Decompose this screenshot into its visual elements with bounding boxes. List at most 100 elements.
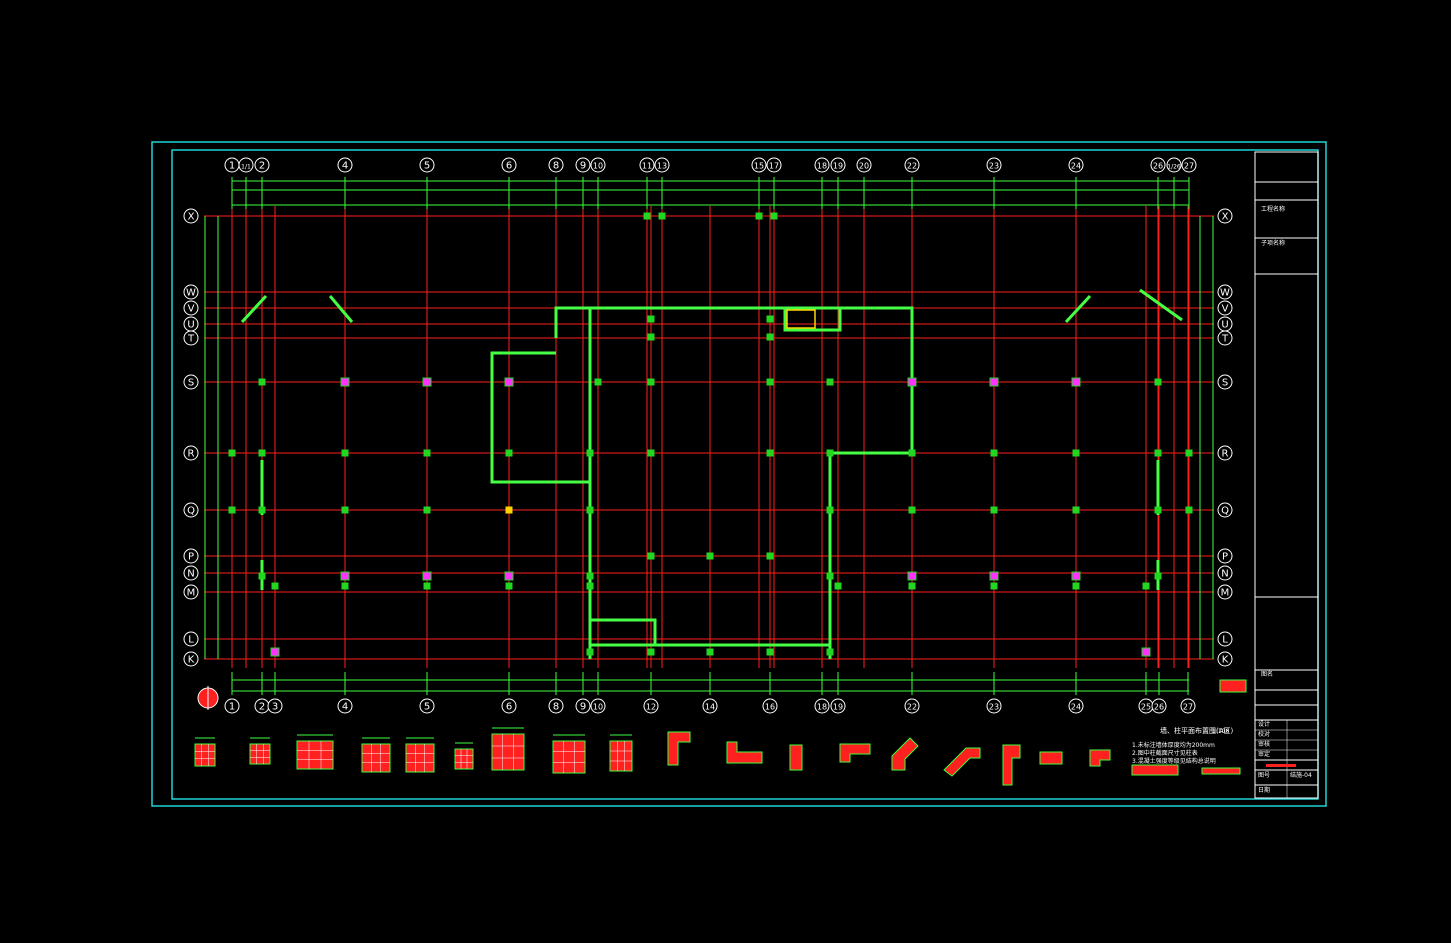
drawing-note-3: 3.混凝土强度等级见结构总说明 [1132, 757, 1216, 765]
column-6 [766, 378, 774, 386]
column-2 [422, 377, 432, 387]
core-opening-highlight [786, 309, 816, 329]
wall-edge-section-9 [1131, 764, 1179, 776]
column-18 [647, 449, 655, 457]
column-11 [1154, 378, 1162, 386]
axis-left-Q-circle [183, 502, 199, 518]
column-40 [766, 552, 774, 560]
columns [228, 212, 1193, 657]
axis-bottom-15-circle [986, 698, 1002, 714]
drawing-title: 墙、柱平面布置图(A区) [1160, 726, 1234, 735]
axis-bottom-18-label: 26 [1154, 703, 1164, 712]
axis-right-P-circle [1217, 548, 1233, 564]
tb-subitem: 子项名称 [1261, 239, 1285, 247]
column-73 [658, 212, 666, 220]
column-9 [989, 377, 999, 387]
column-38 [647, 552, 655, 560]
column-21 [908, 449, 916, 457]
axis-right-R-label: R [1222, 449, 1229, 460]
axis-right-X-circle [1217, 208, 1233, 224]
axis-left-W-circle [183, 284, 199, 300]
axis-top-5-label: 6 [506, 161, 512, 172]
column-23 [1072, 449, 1080, 457]
column-60 [1142, 582, 1150, 590]
column-55 [586, 582, 594, 590]
axis-top-3-circle [337, 157, 353, 173]
wall-edge-section-2 [789, 744, 803, 771]
axis-left-K-circle [183, 651, 199, 667]
axis-right-R-circle [1217, 445, 1233, 461]
column-24 [1154, 449, 1162, 457]
diagonal-wall-0 [240, 294, 268, 324]
column-27 [258, 506, 266, 514]
axis-right-L-circle [1217, 631, 1233, 647]
axis-bottom-16-circle [1068, 698, 1084, 714]
column-61 [270, 647, 280, 657]
axis-left-X-label: X [188, 212, 195, 223]
axis-bottom-4-circle [419, 698, 435, 714]
axis-right-K-circle [1217, 651, 1233, 667]
column-36 [1154, 506, 1162, 514]
axis-top-11-label: 15 [754, 162, 764, 171]
axis-top-0-label: 1 [229, 161, 235, 172]
column-43 [422, 571, 432, 581]
column-31 [586, 506, 594, 514]
axis-bottom-1-label: 2 [259, 702, 265, 713]
tb-approve: 审定 [1258, 750, 1270, 758]
axis-top-11-circle [751, 157, 767, 173]
tb-project: 工程名称 [1261, 205, 1285, 213]
axis-top-10-circle [654, 157, 670, 173]
axis-bottom-16-label: 24 [1071, 703, 1081, 712]
axis-top-9-label: 11 [642, 162, 652, 171]
column-65 [766, 648, 774, 656]
axis-top-14-circle [830, 157, 846, 173]
wall-edge-section-5 [943, 747, 981, 777]
axis-right-S-circle [1217, 374, 1233, 390]
axis-top-13-label: 18 [817, 162, 827, 171]
axis-top-2-label: 2 [259, 161, 265, 172]
axis-top-17-circle [986, 157, 1002, 173]
axis-right-T-label: T [1221, 334, 1229, 345]
wall-edge-section-10 [1201, 767, 1241, 775]
axis-right-S-label: S [1222, 378, 1228, 389]
shear-walls [240, 288, 1183, 659]
axis-bottom-12-circle [814, 698, 830, 714]
column-5 [647, 378, 655, 386]
axis-bottom-2-circle [267, 698, 283, 714]
axis-top-10-label: 13 [657, 162, 667, 171]
column-72 [643, 212, 651, 220]
axis-right-N-label: N [1221, 569, 1228, 580]
diagonal-wall-3 [1139, 288, 1183, 322]
column-58 [990, 582, 998, 590]
column-3 [504, 377, 514, 387]
axis-right-T-circle [1217, 330, 1233, 346]
title-block-frame [1254, 151, 1319, 799]
axis-bottom-9-label: 12 [646, 703, 656, 712]
column-8 [907, 377, 917, 387]
axis-bottom-11-label: 16 [765, 703, 775, 712]
axis-left-N-circle [183, 565, 199, 581]
axis-top-21-circle [1181, 157, 1197, 173]
axis-left-R-label: R [188, 449, 195, 460]
column-51 [271, 582, 279, 590]
shear-wall-0 [554, 306, 914, 659]
axis-left-U-label: U [187, 320, 194, 331]
axis-top-18-label: 24 [1071, 162, 1081, 171]
column-34 [990, 506, 998, 514]
axis-top-1-label: 1/1 [241, 164, 251, 171]
column-67 [1141, 647, 1151, 657]
tb-drawing-name: 图名 [1261, 670, 1273, 678]
column-37 [1185, 506, 1193, 514]
axis-bottom-5-label: 6 [506, 702, 512, 713]
axis-bottom-8-label: 10 [593, 703, 603, 712]
axis-left-P-circle [183, 548, 199, 564]
axis-left-T-label: T [187, 334, 195, 345]
drawing-scale: 1:100 [1212, 728, 1229, 735]
column-46 [826, 572, 834, 580]
column-1 [340, 377, 350, 387]
wall-edge-section-11 [1219, 679, 1247, 693]
axis-right-P-label: P [1222, 552, 1228, 563]
column-25 [1185, 449, 1193, 457]
